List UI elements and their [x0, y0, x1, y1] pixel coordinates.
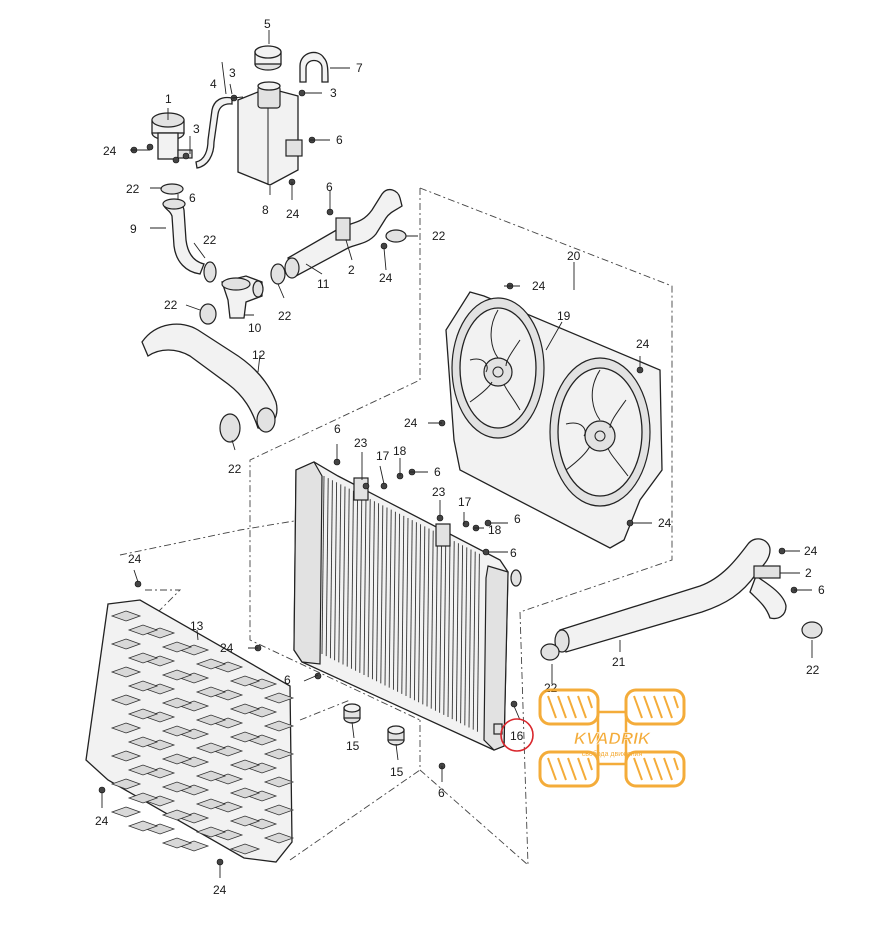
callout-22: 22 [806, 663, 820, 677]
callout-23: 23 [432, 485, 446, 499]
watermark-tagline: свобода движения [582, 750, 643, 758]
radiator-core [293, 461, 522, 751]
bolt [462, 520, 470, 528]
callout-16: 16 [510, 729, 524, 743]
callout-24: 24 [103, 144, 117, 158]
callout-24: 24 [213, 883, 227, 897]
bolt [172, 156, 180, 164]
grommets [343, 703, 405, 746]
callout-6: 6 [434, 465, 441, 479]
callout-22: 22 [432, 229, 446, 243]
callout-5: 5 [264, 17, 271, 31]
callout-2: 2 [348, 263, 355, 277]
callout-7: 7 [356, 61, 363, 75]
callout-17: 17 [376, 449, 390, 463]
callout-10: 10 [248, 321, 262, 335]
tire-bottom-left [538, 750, 600, 788]
callout-18: 18 [488, 523, 502, 537]
callout-23: 23 [354, 436, 368, 450]
callout-22: 22 [126, 182, 140, 196]
expansion-tank-part-8 [237, 81, 303, 186]
callout-12: 12 [252, 348, 266, 362]
callout-19: 19 [557, 309, 571, 323]
bolt [362, 482, 370, 490]
callout-6: 6 [510, 546, 517, 560]
assembly-outlines [119, 187, 673, 867]
callout-15: 15 [346, 739, 360, 753]
callout-24: 24 [95, 814, 109, 828]
bolt [146, 143, 154, 151]
callout-6: 6 [514, 512, 521, 526]
pressure-cap-part-1 [151, 112, 193, 160]
upper-hose-part-11 [284, 188, 403, 279]
callout-1: 1 [165, 92, 172, 106]
callout-22: 22 [544, 681, 558, 695]
callout-3: 3 [193, 122, 200, 136]
bolt [182, 152, 190, 160]
callout-6: 6 [336, 133, 343, 147]
fan-shroud-part-19 [445, 291, 663, 549]
callout-6: 6 [326, 180, 333, 194]
callout-24: 24 [404, 416, 418, 430]
u-hose-part-7 [299, 51, 329, 83]
callout-6: 6 [334, 422, 341, 436]
callout-24: 24 [220, 641, 234, 655]
callout-11: 11 [317, 277, 330, 291]
tire-top-right [624, 688, 686, 726]
junction-part-10 [221, 275, 264, 319]
callout-18: 18 [393, 444, 407, 458]
tire-top-left [538, 688, 600, 726]
callout-24: 24 [804, 544, 818, 558]
grill-guard-part-13 [85, 599, 295, 863]
tank-cap-part-5 [254, 45, 282, 71]
callout-6: 6 [284, 673, 291, 687]
callout-6: 6 [818, 583, 825, 597]
watermark-brand: KVADRIK [574, 729, 652, 748]
callout-4: 4 [210, 77, 217, 91]
callout-24: 24 [379, 271, 393, 285]
kvadrik-watermark-logo: KVADRIK свобода движения [538, 688, 686, 788]
callout-24: 24 [128, 552, 142, 566]
highlight-circle-part-16 [500, 718, 534, 752]
callout-24: 24 [636, 337, 650, 351]
logo-frame [596, 710, 628, 766]
leader-lines [101, 30, 813, 878]
lower-hose-part-12 [141, 323, 278, 433]
callout-22: 22 [228, 462, 242, 476]
callout-22: 22 [203, 233, 217, 247]
callout-2: 2 [805, 566, 812, 580]
hose-part-9 [162, 198, 205, 275]
callout-labels: 1 24 3 22 6 9 22 4 3 5 7 3 6 8 24 6 22 2… [95, 17, 825, 897]
callout-24: 24 [532, 279, 546, 293]
callout-3: 3 [330, 86, 337, 100]
callout-22: 22 [164, 298, 178, 312]
callout-3: 3 [229, 66, 236, 80]
callout-24: 24 [658, 516, 672, 530]
clamps [160, 183, 823, 661]
callout-15: 15 [390, 765, 404, 779]
tire-bottom-right [624, 750, 686, 788]
callout-24: 24 [286, 207, 300, 221]
callout-21: 21 [612, 655, 626, 669]
callout-13: 13 [190, 619, 204, 633]
callout-17: 17 [458, 495, 472, 509]
callout-9: 9 [130, 222, 137, 236]
small-hose-part-4 [195, 96, 233, 169]
callout-6: 6 [189, 191, 196, 205]
hose-part-21 [554, 538, 787, 653]
callout-8: 8 [262, 203, 269, 217]
callout-20: 20 [567, 249, 581, 263]
callout-6: 6 [438, 786, 445, 800]
callout-22: 22 [278, 309, 292, 323]
